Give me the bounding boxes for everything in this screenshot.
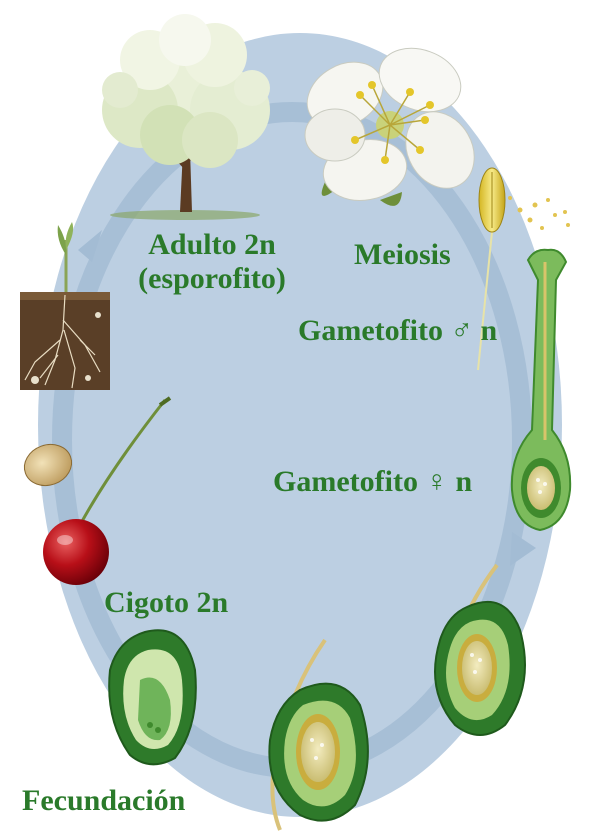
label-gametofito-masculino: Gametofito ♂ n [298, 314, 497, 348]
label-fecundacion: Fecundación [22, 784, 185, 818]
label-cigoto: Cigoto 2n [104, 586, 228, 620]
label-adulto: Adulto 2n (esporofito) [112, 228, 312, 296]
zygote-ovule [109, 630, 196, 764]
label-adulto-line1: Adulto 2n [112, 228, 312, 262]
label-gametofito-femenino: Gametofito ♀ n [273, 465, 472, 499]
label-meiosis: Meiosis [354, 238, 451, 272]
label-adulto-line2: (esporofito) [112, 262, 312, 296]
